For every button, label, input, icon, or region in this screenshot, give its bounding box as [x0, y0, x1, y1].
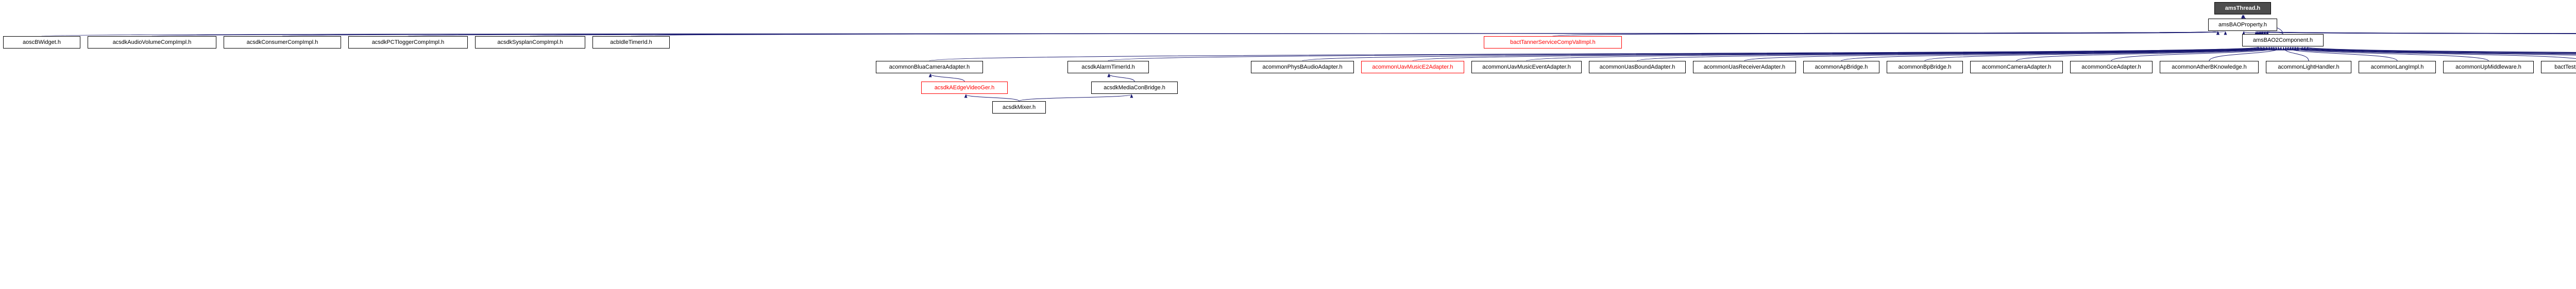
- edge-b8-p2: [1841, 46, 2274, 61]
- graph-node-b7[interactable]: acommonUasReceiverAdapter.h: [1693, 61, 1796, 73]
- edge-b13-p2: [2282, 46, 2309, 61]
- edge-c2-b1: [928, 73, 965, 82]
- graph-node-c3[interactable]: acsdkMediaConBridge.h: [1091, 82, 1178, 94]
- edge-b9-p2: [1924, 46, 2276, 61]
- edge-b18-p2: [2294, 46, 2576, 55]
- graph-node-b12[interactable]: acommonAtherBKnowledge.h: [2160, 61, 2259, 73]
- graph-node-c1[interactable]: bactTannerServiceCompValImpl.h: [1484, 36, 1622, 49]
- graph-node-a6[interactable]: acbIdleTimerId.h: [592, 36, 670, 49]
- graph-node-b2[interactable]: acsdkAlarmTimerId.h: [1067, 61, 1149, 73]
- graph-node-b1[interactable]: acommonBluaCameraAdapter.h: [876, 61, 983, 73]
- graph-node-b13[interactable]: acommonLightHandler.h: [2266, 61, 2351, 73]
- edge-d1-c3: [1019, 94, 1133, 102]
- graph-node-p2[interactable]: amsBAO2Component.h: [2242, 34, 2324, 46]
- graph-node-a5[interactable]: acsdkSysplanCompImpl.h: [475, 36, 585, 49]
- graph-node-a4[interactable]: acsdkPCTloggerCompImpl.h: [348, 36, 468, 49]
- graph-node-c2[interactable]: acsdkAEdgeVideoGer.h: [921, 82, 1008, 94]
- graph-node-b8[interactable]: acommonApBridge.h: [1803, 61, 1879, 73]
- graph-node-d1[interactable]: acsdkMixer.h: [992, 101, 1046, 114]
- edge-b4-p2: [1412, 46, 2263, 61]
- edge-b17-p2: [2291, 46, 2576, 56]
- graph-node-b15[interactable]: acommonUpMiddleware.h: [2443, 61, 2534, 73]
- graph-node-b9[interactable]: acommonBpBridge.h: [1887, 61, 1963, 73]
- graph-node-b11[interactable]: acommonGceAdapter.h: [2070, 61, 2153, 73]
- edge-a6-p1: [631, 31, 2218, 37]
- edge-b21-p2: [2303, 46, 2576, 53]
- edge-b12-p2: [2209, 46, 2283, 61]
- graph-node-b16[interactable]: bactTestplanCommon.h: [2541, 61, 2576, 73]
- graph-node-root: amsThread.h: [2214, 2, 2271, 14]
- edge-b2-p2: [1108, 46, 2260, 61]
- graph-node-b3[interactable]: acommonPhysBAudioAdapter.h: [1251, 61, 1354, 73]
- edge-d1-c2: [964, 94, 1020, 102]
- edge-r9-p1: [2267, 31, 2576, 36]
- graph-node-a3[interactable]: acsdkConsumerCompImpl.h: [224, 36, 341, 49]
- edge-b11-p2: [2111, 46, 2280, 61]
- graph-node-b10[interactable]: acommonCameraAdapter.h: [1970, 61, 2063, 73]
- edge-b20-p2: [2300, 46, 2576, 54]
- edge-b6-p2: [1637, 46, 2268, 61]
- edge-b5-p2: [1526, 46, 2265, 61]
- graph-node-b14[interactable]: acommonLangImpl.h: [2359, 61, 2436, 73]
- graph-node-p1[interactable]: amsBAOProperty.h: [2208, 19, 2277, 31]
- edge-b19-p2: [2296, 46, 2576, 54]
- graph-node-b5[interactable]: acommonUavMusicEventAdapter.h: [1471, 61, 1582, 73]
- edge-b10-p2: [2016, 46, 2278, 61]
- graph-node-a2[interactable]: acsdkAudioVolumeCompImpl.h: [88, 36, 216, 49]
- edge-b7-p2: [1744, 46, 2271, 61]
- graph-node-b4[interactable]: acommonUavMusicE2Adapter.h: [1361, 61, 1464, 73]
- graph-node-a1[interactable]: aoscBWidget.h: [3, 36, 80, 49]
- edge-c3-b2: [1107, 73, 1135, 82]
- graph-node-b6[interactable]: acommonUasBoundAdapter.h: [1589, 61, 1686, 73]
- edge-c1-p1: [1552, 31, 2227, 37]
- edge-b22-p2: [2306, 46, 2576, 53]
